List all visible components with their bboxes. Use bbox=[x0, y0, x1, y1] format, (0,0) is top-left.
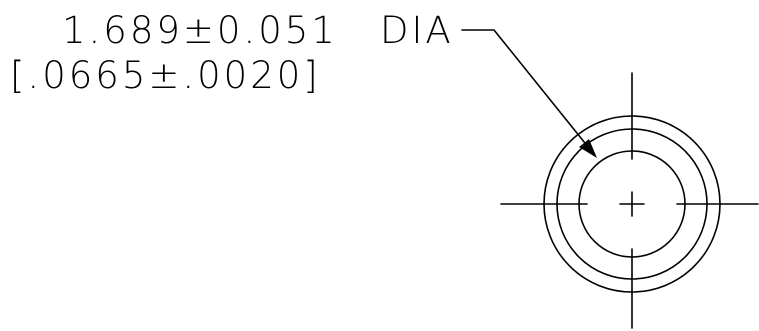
center-lines bbox=[500, 72, 759, 329]
leader-line bbox=[461, 29, 594, 154]
dia-label: DIA bbox=[380, 9, 454, 52]
metric-dimension-text: 1.689±0.051 bbox=[62, 9, 338, 52]
leader-arrowhead bbox=[579, 139, 597, 158]
imperial-dimension-text: [.0665±.0020] bbox=[10, 54, 321, 97]
